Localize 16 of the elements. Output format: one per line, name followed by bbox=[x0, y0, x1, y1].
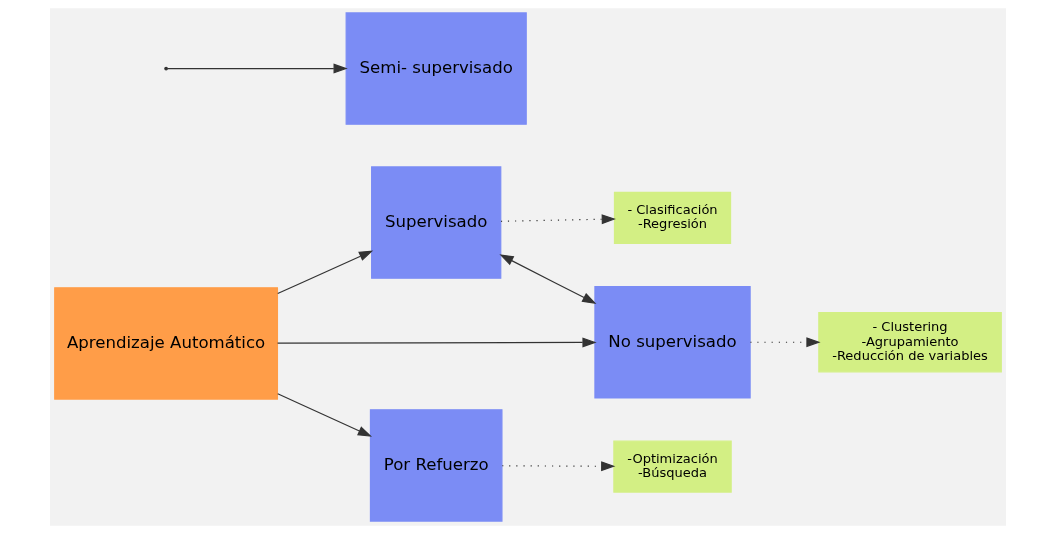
arrow bbox=[277, 337, 597, 348]
node-box: - Clustering -Agrupamiento -Reducción de variables bbox=[818, 312, 1002, 373]
node-box: Semi- supervisado bbox=[345, 12, 527, 125]
node-box: Aprendizaje Automático bbox=[54, 287, 279, 400]
arrow bbox=[501, 461, 616, 472]
node-box: Supervisado bbox=[371, 166, 502, 279]
arrow bbox=[277, 250, 374, 295]
node-box: -Optimización -Búsqueda bbox=[613, 440, 732, 493]
node-box: Por Refuerzo bbox=[369, 409, 503, 522]
arrow bbox=[500, 214, 616, 225]
arrow bbox=[749, 337, 821, 348]
node-box: - Clasificación -Regresión bbox=[613, 191, 732, 244]
node-box: No supervisado bbox=[594, 285, 751, 399]
arrow bbox=[277, 393, 373, 437]
arrow bbox=[166, 63, 348, 74]
arrow bbox=[499, 254, 597, 304]
